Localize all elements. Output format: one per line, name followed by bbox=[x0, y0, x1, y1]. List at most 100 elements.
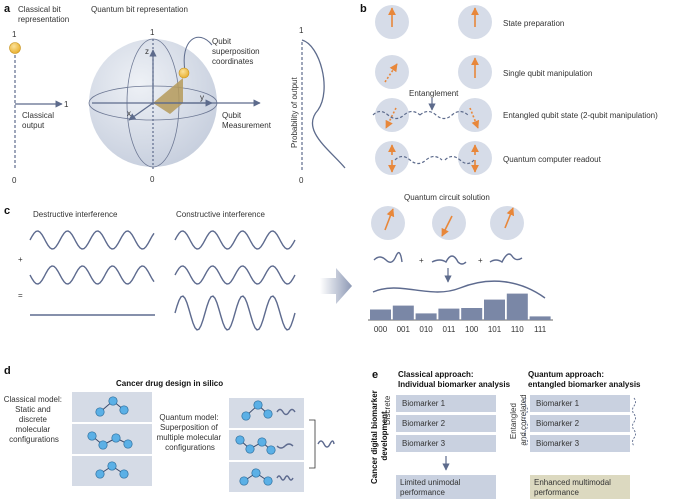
entangled-label: Entangled and correlated bbox=[509, 394, 528, 445]
entangle-squiggle-right bbox=[632, 397, 636, 447]
step-readout: Quantum computer readout bbox=[503, 155, 602, 164]
x-axis-arrow bbox=[128, 102, 154, 121]
classical-approach-title: Classical approach: Individual biomarker… bbox=[398, 370, 511, 389]
bar-label-010: 010 bbox=[419, 325, 433, 334]
probability-curve bbox=[301, 39, 346, 169]
axis-x-label: x bbox=[127, 109, 131, 118]
transition-arrow bbox=[320, 268, 352, 304]
b-entangle-wave-2 bbox=[419, 110, 469, 120]
b-sphere-3b bbox=[458, 98, 492, 132]
classical-molecule-1 bbox=[95, 396, 129, 417]
destructive-wave-2 bbox=[29, 265, 155, 285]
panel-d-label: d bbox=[4, 365, 11, 377]
classical-result-box bbox=[396, 475, 496, 499]
bar-label-001: 001 bbox=[397, 325, 411, 334]
solution-title: Quantum circuit solution bbox=[404, 193, 490, 202]
quantum-biomarker-3-box bbox=[530, 435, 630, 452]
quantum-biomarker-1: Biomarker 1 bbox=[536, 399, 580, 408]
quantum-superposed-wave bbox=[317, 440, 335, 448]
panel-e-label: e bbox=[372, 369, 378, 381]
quantum-approach-title: Quantum approach: entangled biomarker an… bbox=[528, 370, 641, 389]
sol-spin-3 bbox=[504, 207, 515, 229]
destructive-wave-1 bbox=[29, 230, 155, 250]
classical-biomarker-2: Biomarker 2 bbox=[402, 419, 446, 428]
bloch-bottom-label: 0 bbox=[150, 175, 155, 184]
panel-b-label: b bbox=[360, 3, 367, 15]
quantum-wave-2 bbox=[276, 443, 294, 449]
molecule-icons bbox=[87, 396, 276, 486]
sol-wave-2 bbox=[431, 255, 467, 265]
classical-bit-title: Classical bit representation bbox=[18, 5, 69, 24]
bar-011 bbox=[438, 308, 460, 320]
classical-molecule-2 bbox=[87, 431, 133, 450]
quantum-biomarker-1-box bbox=[530, 395, 630, 412]
quantum-result-box bbox=[530, 475, 630, 499]
classical-biomarker-2-box bbox=[396, 415, 496, 432]
prob-top-label: 1 bbox=[299, 26, 304, 35]
bloch-top-label: 1 bbox=[150, 28, 155, 37]
sol-spin-1 bbox=[384, 208, 395, 231]
constructive-result-wave bbox=[174, 295, 296, 331]
entanglement-label: Entanglement bbox=[409, 89, 459, 98]
step-single-qubit: Single qubit manipulation bbox=[503, 69, 592, 78]
step-entangled: Entangled qubit state (2-qubit manipulat… bbox=[503, 111, 658, 120]
constructive-wave-1 bbox=[174, 230, 296, 250]
b-sphere-4a bbox=[375, 141, 409, 175]
b-readout-wave-1 bbox=[394, 155, 443, 165]
b-readout-wave-2 bbox=[444, 155, 475, 165]
classical-biomarker-3-box bbox=[396, 435, 496, 452]
b-entangle-wave-1 bbox=[372, 110, 421, 120]
quantum-molecule-2 bbox=[235, 435, 276, 455]
bar-100 bbox=[461, 308, 483, 320]
classical-mol-box-3 bbox=[72, 456, 152, 486]
c-plus: + bbox=[18, 255, 23, 264]
classical-right-label: 1 bbox=[64, 100, 69, 109]
bar-label-111: 111 bbox=[534, 325, 547, 334]
classical-biomarker-1: Biomarker 1 bbox=[402, 399, 446, 408]
sol-plus-2: + bbox=[478, 256, 483, 265]
bar-110 bbox=[506, 293, 528, 320]
bar-label-110: 110 bbox=[511, 325, 524, 334]
biomarker-side-label: Cancer digital biomarker development bbox=[370, 388, 389, 484]
quantum-molecule-3 bbox=[239, 468, 273, 486]
sol-wave-1 bbox=[373, 251, 403, 263]
b-sphere-4b bbox=[458, 141, 492, 175]
constructive-wave-2 bbox=[174, 265, 296, 285]
qubit-dot bbox=[178, 67, 190, 79]
chart-envelope bbox=[372, 280, 546, 299]
quantum-biomarker-2-box bbox=[530, 415, 630, 432]
classical-output-label: Classical output bbox=[22, 111, 56, 130]
superposition-pointer bbox=[183, 36, 213, 72]
bar-label-011: 011 bbox=[443, 325, 456, 334]
classical-mol-box-1 bbox=[72, 392, 152, 422]
interference-waves bbox=[29, 230, 296, 331]
axis-y-label: y bbox=[200, 93, 204, 102]
bar-label-100: 100 bbox=[465, 325, 479, 334]
classical-result: Limited unimodal performance bbox=[400, 478, 463, 497]
bar-101 bbox=[484, 299, 505, 320]
panel-b-spheres bbox=[372, 5, 492, 175]
measurement-label: Qubit Measurement bbox=[222, 111, 272, 130]
bar-label-101: 101 bbox=[488, 325, 502, 334]
prob-bottom-label: 0 bbox=[299, 176, 304, 185]
sol-wave-3 bbox=[489, 253, 523, 264]
bloch-wedge bbox=[153, 78, 183, 114]
step-state-preparation: State preparation bbox=[503, 19, 564, 28]
classical-bottom-label: 0 bbox=[12, 176, 17, 185]
classical-model-label: Classical model: Static and discrete mol… bbox=[4, 395, 64, 444]
drug-design-title: Cancer drug design in silico bbox=[116, 379, 223, 388]
classical-bit-dot bbox=[9, 42, 21, 54]
quantum-molecule-1 bbox=[241, 400, 273, 421]
quantum-biomarker-3: Biomarker 3 bbox=[536, 439, 580, 448]
quantum-bit-title: Quantum bit representation bbox=[91, 5, 188, 14]
axis-z-label: z bbox=[145, 47, 149, 56]
bar-010 bbox=[415, 313, 437, 320]
solution-spheres bbox=[371, 206, 524, 240]
panel-a-label: a bbox=[4, 3, 11, 15]
discrete-label: Discrete bbox=[383, 395, 392, 425]
quantum-result: Enhanced multimodal performance bbox=[534, 478, 613, 497]
quantum-wave-1 bbox=[276, 408, 296, 416]
bar-001 bbox=[392, 305, 414, 320]
